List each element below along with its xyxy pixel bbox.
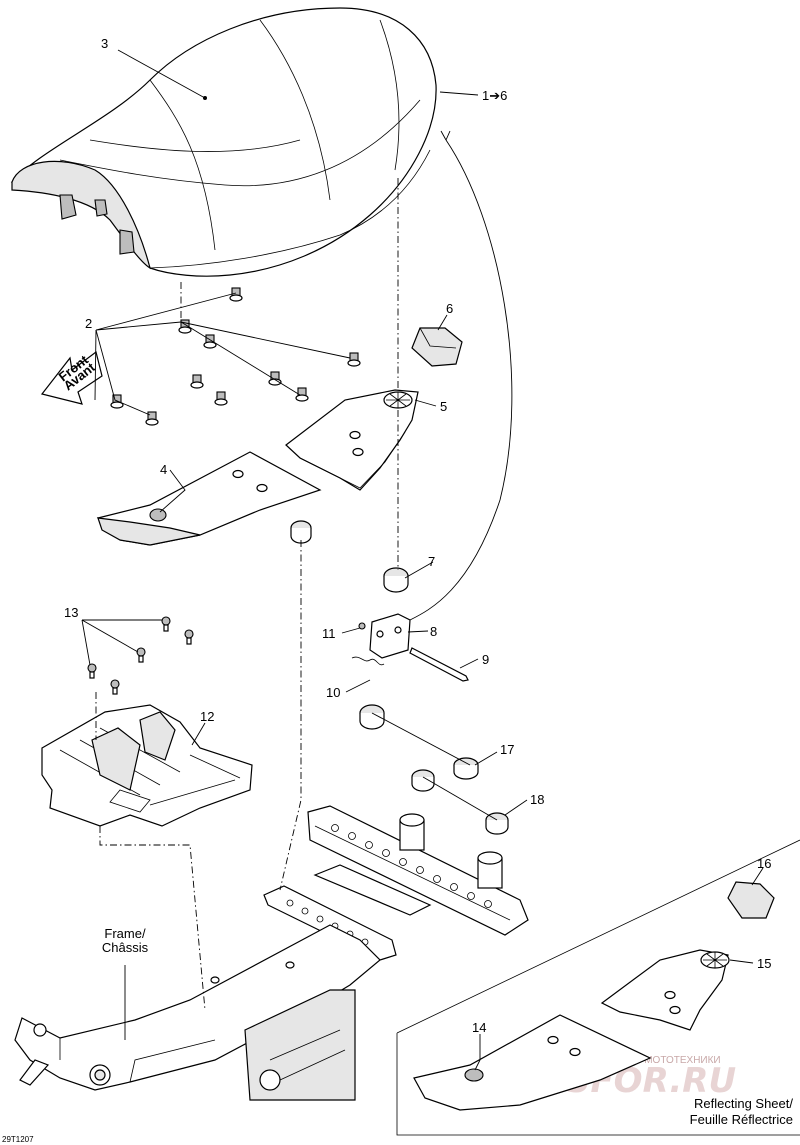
frame-label-en: Frame/ xyxy=(104,926,146,941)
leaders xyxy=(81,49,764,1071)
callout-5: 5 xyxy=(440,399,447,414)
part-13-bolts xyxy=(87,616,194,695)
grommet xyxy=(145,411,159,426)
frame xyxy=(14,805,529,1101)
callout-17: 17 xyxy=(500,742,514,757)
latch-assembly xyxy=(351,613,469,682)
grommet xyxy=(110,394,124,409)
callout-9: 9 xyxy=(482,652,489,667)
callout-6: 6 xyxy=(446,301,453,316)
part-4-reflector xyxy=(96,451,322,546)
grommet xyxy=(190,374,204,389)
grommet xyxy=(178,319,192,334)
callout-15: 15 xyxy=(757,956,771,971)
grommet xyxy=(347,352,361,367)
centerlines xyxy=(95,178,399,1011)
callout-18: 18 xyxy=(530,792,544,807)
reflecting-label-fr: Feuille Réflectrice xyxy=(690,1112,793,1127)
part-9-pin xyxy=(409,647,469,682)
callout-8: 8 xyxy=(430,624,437,639)
callout-4: 4 xyxy=(160,462,167,477)
part-7-bushings xyxy=(290,520,409,593)
callout-1-6: 1➔6 xyxy=(482,88,507,103)
part-6-clip xyxy=(411,327,463,367)
frame-label-fr: Châssis xyxy=(102,940,149,955)
reflecting-sheet-inset xyxy=(396,839,800,1136)
callouts: 3 1➔6 2 6 5 4 7 8 9 11 10 13 12 17 18 16… xyxy=(64,36,771,1035)
part-17-18-bushings xyxy=(359,704,509,835)
callout-16: 16 xyxy=(757,856,771,871)
labels: Frame/ Châssis Reflecting Sheet/ Feuille… xyxy=(2,926,793,1144)
callout-10: 10 xyxy=(326,685,340,700)
grommets xyxy=(110,287,361,426)
part-11-nut xyxy=(358,622,366,630)
seat xyxy=(10,7,437,277)
reflecting-label-en: Reflecting Sheet/ xyxy=(694,1096,793,1111)
part-15-heat-shield xyxy=(600,949,729,1031)
callout-14: 14 xyxy=(472,1020,486,1035)
part-14-reflector xyxy=(413,1014,652,1111)
callout-12: 12 xyxy=(200,709,214,724)
grommet xyxy=(214,391,228,406)
callout-7: 7 xyxy=(428,554,435,569)
drawing-reference: 29T1207 xyxy=(2,1135,34,1144)
part-8-latch xyxy=(369,613,411,659)
callout-11: 11 xyxy=(322,626,336,641)
grommet xyxy=(295,387,309,402)
part-16-clip xyxy=(727,881,775,919)
callout-3: 3 xyxy=(101,36,108,51)
part-5-heat-shield xyxy=(285,389,419,491)
grommet xyxy=(268,371,282,386)
part-10-spring xyxy=(351,656,385,666)
front-arrow: Front Avant xyxy=(40,350,103,405)
callout-2: 2 xyxy=(85,316,92,331)
part-12-skid-plate xyxy=(41,704,253,827)
callout-13: 13 xyxy=(64,605,78,620)
